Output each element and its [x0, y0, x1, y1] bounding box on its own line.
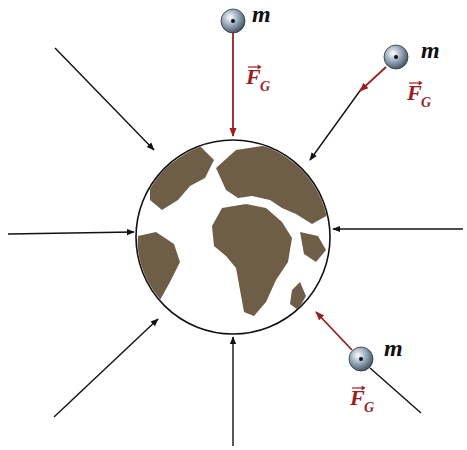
- force-arrows: [233, 33, 386, 350]
- mass-label: m: [421, 38, 440, 62]
- continents: [136, 146, 334, 318]
- force-subscript: G: [421, 96, 431, 110]
- mass-label: m: [384, 336, 403, 360]
- force-label: F: [350, 387, 365, 409]
- masses: [221, 9, 408, 371]
- field-lines: [8, 48, 463, 446]
- vector-marks: [248, 65, 423, 391]
- force-label: F: [407, 82, 422, 104]
- mass-label: m: [252, 2, 271, 26]
- force-subscript: G: [260, 80, 270, 94]
- force-label: F: [246, 66, 261, 88]
- force-subscript: G: [364, 401, 374, 415]
